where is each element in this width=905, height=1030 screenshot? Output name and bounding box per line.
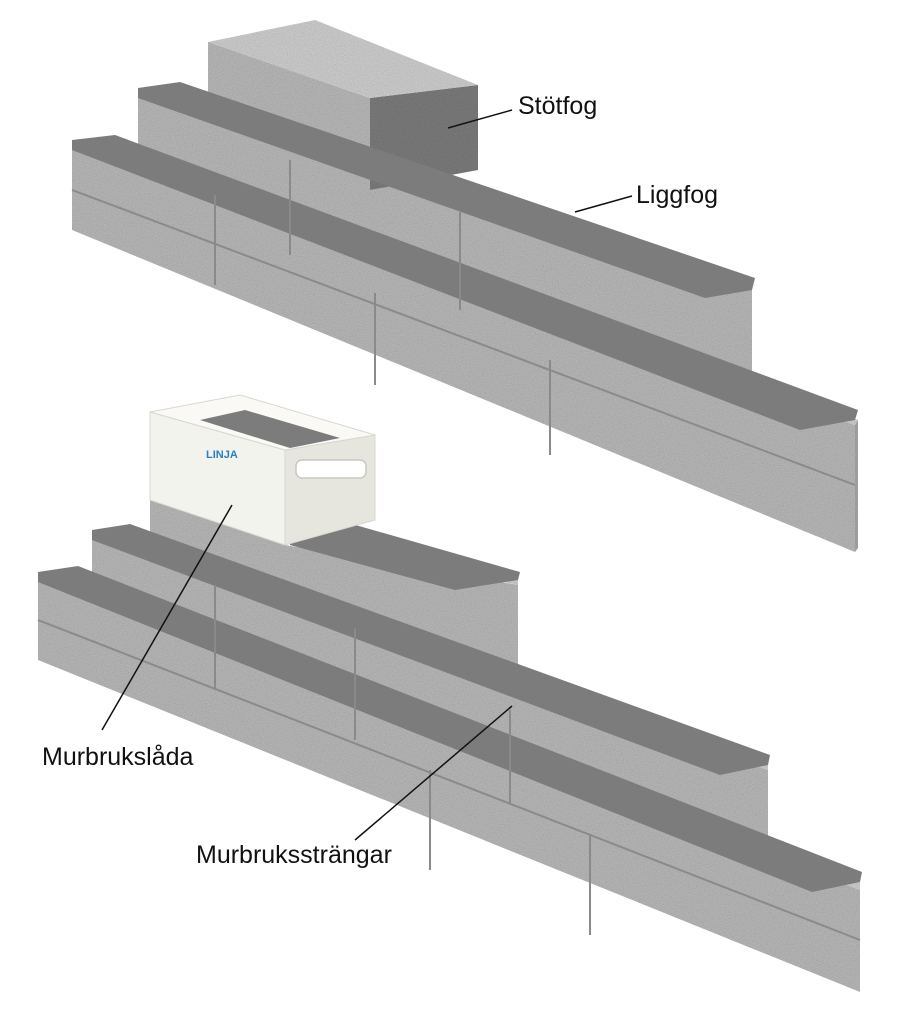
top-wall-block-top	[208, 20, 478, 98]
murbruksstrang-lower	[38, 566, 862, 892]
label-stotfog: Stötfog	[518, 92, 597, 120]
murbruksstrang-upper	[92, 524, 770, 775]
mortar-box: LINJA	[149, 394, 376, 546]
top-wall-course1-end	[855, 420, 858, 552]
leader-line-stotfog	[447, 109, 513, 129]
liggfog-bed-upper	[138, 82, 755, 298]
bottom-wall-mortar	[37, 524, 862, 941]
bottom-wall-course1-front	[38, 580, 860, 992]
label-murbrukslada: Murbrukslåda	[42, 743, 194, 771]
joint-line	[37, 619, 861, 941]
label-murbruksstrangar: Murbrukssträngar	[196, 841, 392, 869]
leader-line-murbruksstrangar	[354, 705, 513, 841]
leader-line-murbrukslada	[101, 504, 233, 731]
leader-line-liggfog	[574, 195, 633, 213]
mortar-box-logo: LINJA	[206, 449, 238, 461]
liggfog-bed-lower	[72, 135, 858, 430]
top-wall-course1-front	[72, 148, 855, 552]
mortar-box-mortar	[200, 410, 340, 448]
murbruksstrang-top	[290, 524, 520, 590]
label-liggfog: Liggfog	[636, 181, 718, 209]
mortar-box-handle	[295, 459, 367, 479]
joint-line	[71, 189, 856, 486]
top-wall-mortar	[71, 82, 858, 486]
